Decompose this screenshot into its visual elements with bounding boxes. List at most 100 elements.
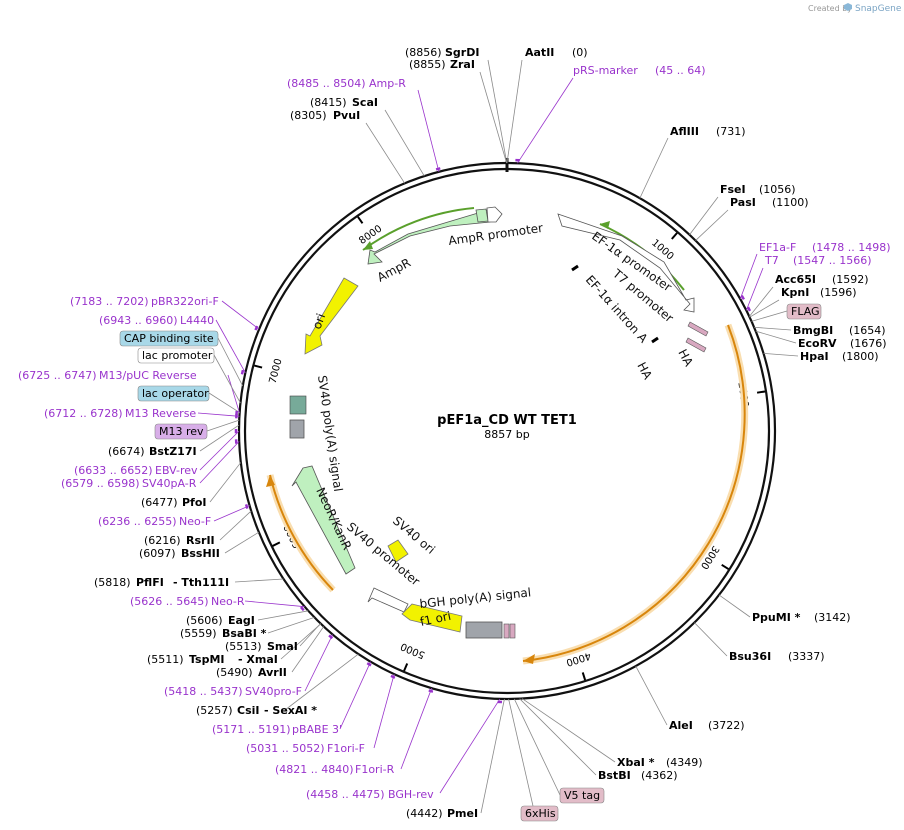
leader-pfoi — [209, 462, 242, 503]
his-tag-shape — [509, 623, 516, 639]
plasmid-name: pEF1a_CD WT TET1 — [437, 413, 577, 428]
label-prs-marker: pRS-marker — [573, 64, 638, 77]
label-pbabe-coord: (5171 .. 5191) — [212, 723, 291, 736]
label-ecorv-coord: (1676) — [850, 337, 887, 350]
label-ampr-primer: Amp-R — [369, 77, 406, 90]
cd-tet1-arrowhead — [523, 654, 535, 664]
leader-pvui — [365, 122, 406, 184]
tick-7000 — [254, 364, 263, 369]
label-fsei-coord: (1056) — [759, 183, 796, 196]
leader-bsabi — [267, 616, 315, 634]
box-lac-promoter: lac promoter — [142, 349, 213, 362]
label-hpai-coord: (1800) — [842, 350, 879, 363]
label-smai-coord: (5513) — [225, 640, 262, 653]
label-zrai-coord: (8855) — [409, 58, 446, 71]
label-alei: AleI — [669, 719, 693, 732]
primer-mark-t7p — [746, 306, 752, 312]
label-sv40pro-f-coord: (5418 .. 5437) — [164, 685, 243, 698]
leader-zrai — [479, 71, 508, 164]
leader-his — [508, 698, 534, 807]
leader-bmgbi — [754, 326, 792, 331]
leader-pasi — [695, 209, 729, 241]
label-pvui-coord: (8305) — [290, 109, 327, 122]
neor-feature-shape — [291, 465, 356, 575]
ha-label-2: HA — [634, 360, 655, 382]
leader-ampr_p — [417, 89, 440, 172]
label-ebv-rev: EBV-rev — [155, 464, 198, 477]
label-aatii: AatII — [525, 46, 554, 59]
label-sexai: - SexAI * — [264, 704, 317, 717]
ampr-label: AmpR — [375, 255, 413, 284]
ampr-green-arrowhead — [363, 241, 373, 250]
f1-ori-shape — [401, 603, 463, 633]
label-m13puc-coord: (6725 .. 6747) — [18, 369, 97, 382]
neo-arc — [269, 474, 334, 591]
label-ef1a-f: EF1a-F — [759, 241, 796, 254]
ha-tag-2-shape — [685, 337, 707, 353]
box-6xhis: 6xHis — [525, 807, 556, 820]
label-avrii: AvrII — [258, 666, 287, 679]
leader-ebvrev — [199, 430, 240, 471]
label-bstbi: BstBI — [598, 769, 631, 782]
label-l4440-coord: (6943 .. 6960) — [99, 314, 178, 327]
label-bgh-rev: BGH-rev — [388, 788, 434, 801]
label-afliii-coord: (731) — [716, 125, 746, 138]
label-bsu36i-coord: (3337) — [788, 650, 825, 663]
label-sv40pa-r-coord: (6579 .. 6598) — [61, 477, 140, 490]
label-smai: SmaI — [267, 640, 298, 653]
tick-1000 — [671, 232, 678, 240]
leader-f1orir — [400, 688, 433, 770]
label-f1ori-r-coord: (4821 .. 4840) — [275, 763, 354, 776]
ori-label: ori — [310, 312, 328, 331]
leader-sv40pa — [199, 441, 240, 484]
label-t7-coord: (1547 .. 1566) — [793, 254, 872, 267]
leader-kpni — [749, 299, 780, 318]
label-pasi-coord: (1100) — [772, 196, 809, 209]
label-pflfi-coord: (5818) — [94, 576, 131, 589]
leader-bstz — [199, 424, 240, 452]
leader-sgrdi — [487, 59, 508, 164]
label-sv40pa-r: SV40pA-R — [142, 477, 197, 490]
leader-bsshii — [224, 531, 260, 554]
label-afliii: AflIII — [670, 125, 699, 138]
label-neo-r-coord: (5626 .. 5645) — [130, 595, 209, 608]
tick-4000 — [581, 672, 587, 681]
tick-3000 — [721, 563, 730, 570]
leader-csii — [284, 653, 359, 711]
label-tspmi-coord: (5511) — [147, 653, 184, 666]
label-leaders — [197, 59, 799, 814]
label-neo-f-coord: (6236 .. 6255) — [98, 515, 177, 528]
leader-avrii — [291, 626, 325, 673]
tick-label-5000: 5000 — [399, 640, 427, 660]
label-xbai-coord: (4349) — [666, 756, 703, 769]
leader-scai — [384, 109, 425, 177]
label-bsshii-coord: (6097) — [139, 547, 176, 560]
label-kpni: KpnI — [781, 286, 809, 299]
leader-v5 — [513, 698, 561, 796]
ori-feature-shape — [304, 277, 359, 355]
label-pfoi: PfoI — [182, 496, 207, 509]
label-scai-coord: (8415) — [310, 96, 347, 109]
leader-acc65i — [748, 286, 774, 317]
leader-ecorv — [755, 330, 797, 344]
primer-mark-pbabe — [366, 662, 372, 667]
snapgene-logo: SnapGene — [844, 3, 902, 14]
label-l4440: L4440 — [180, 314, 214, 327]
label-pbr322: pBR322ori-F — [151, 295, 219, 308]
leader-pbr — [221, 300, 260, 330]
primer-mark-l4440 — [240, 369, 245, 375]
label-bsabi-coord: (5559) — [180, 627, 217, 640]
leader-m13puc — [227, 374, 240, 414]
label-f1ori-f: F1ori-F — [327, 742, 365, 755]
credit-text: Created by — [808, 4, 852, 13]
label-neo-r: Neo-R — [211, 595, 245, 608]
primer-mark-f1orif — [390, 674, 396, 679]
leader-alei — [635, 665, 668, 726]
brand-text: SnapGene — [855, 4, 902, 14]
leader-prs — [517, 77, 574, 164]
intron-marks — [571, 264, 659, 344]
leader-lacp — [213, 354, 241, 404]
label-aatii-coord: (0) — [572, 46, 588, 59]
label-pmei: PmeI — [447, 807, 478, 820]
